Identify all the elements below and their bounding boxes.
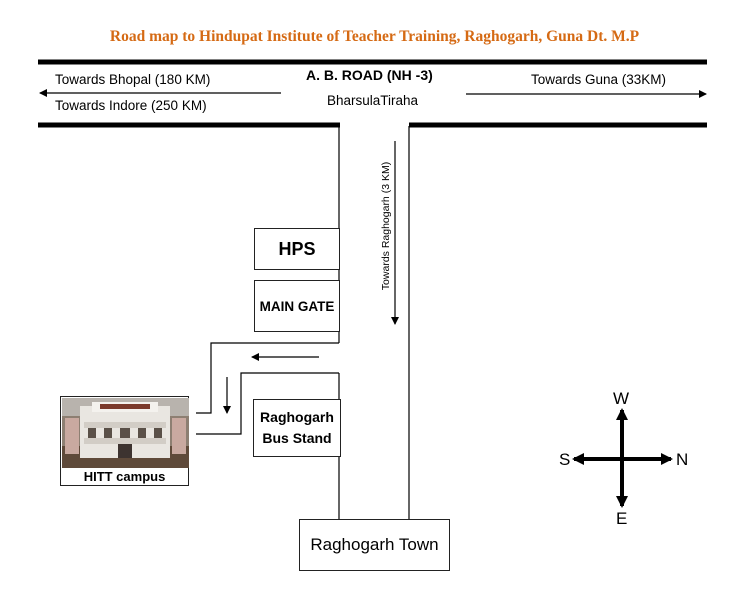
bus-stand-box: Raghogarh Bus Stand: [253, 399, 341, 457]
compass-south-label: S: [559, 450, 571, 469]
hitt-campus-caption: HITT campus: [83, 469, 166, 484]
raghogarh-town-box: Raghogarh Town: [299, 519, 450, 571]
campus-building-image: [62, 398, 189, 468]
towards-bhopal-label: Towards Bhopal (180 KM): [55, 72, 211, 87]
junction-name: BharsulaTiraha: [327, 93, 419, 108]
compass-west-label: W: [613, 389, 630, 408]
main-gate-box: MAIN GATE: [254, 280, 340, 332]
raghogarh-town-label: Raghogarh Town: [310, 535, 439, 554]
towards-raghogarh-label: Towards Raghogarh (3 KM): [380, 161, 392, 291]
compass-north-label: N: [676, 450, 689, 469]
campus-lane-inner-edge: [196, 372, 339, 435]
towards-guna-label: Towards Guna (33KM): [531, 72, 667, 87]
main-gate-label: MAIN GATE: [259, 298, 335, 314]
page-title: Road map to Hindupat Institute of Teache…: [109, 28, 640, 45]
bus-stand-label-line1: Raghogarh: [260, 409, 334, 425]
hps-label: HPS: [278, 238, 316, 259]
hitt-campus-photo: HITT campus: [60, 396, 189, 486]
campus-lane-outer-edge: [196, 342, 339, 414]
compass-east-label: E: [616, 509, 628, 528]
towards-indore-label: Towards Indore (250 KM): [55, 98, 207, 113]
hps-box: HPS: [254, 228, 340, 270]
bus-stand-label-line2: Bus Stand: [262, 430, 332, 446]
highway-name: A. B. ROAD (NH -3): [306, 67, 433, 83]
